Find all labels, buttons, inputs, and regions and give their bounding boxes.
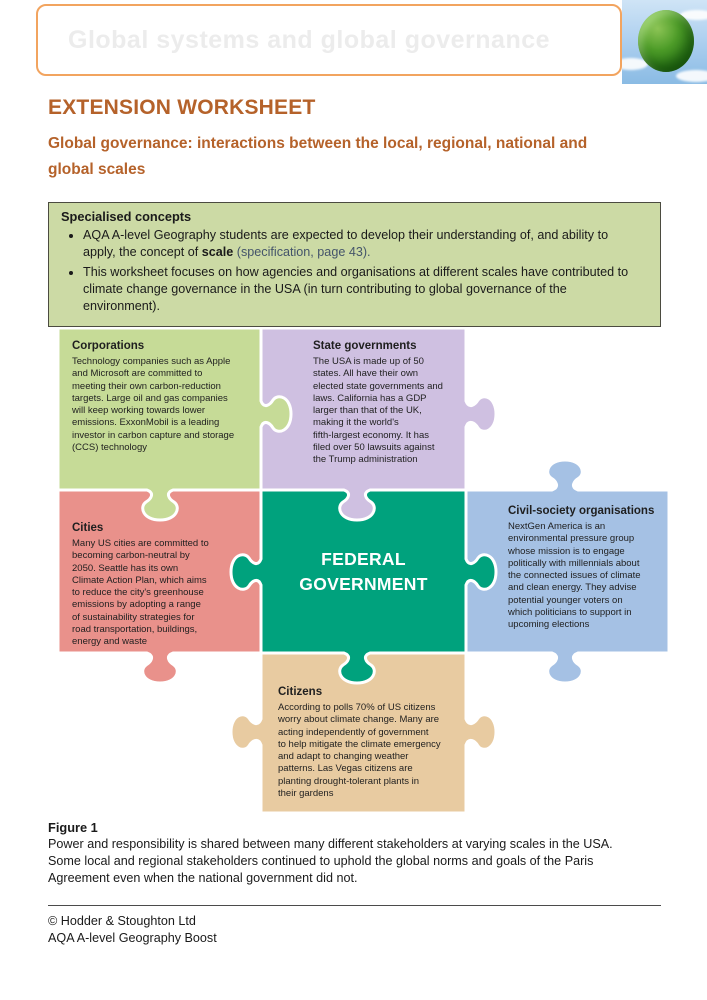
corporations-body: Technology companies such as Apple and M… <box>72 356 235 454</box>
page-subtitle: Global governance: interactions between … <box>48 135 588 178</box>
cities-text: Cities Many US cities are committed to b… <box>72 522 244 649</box>
figure-label: Figure 1 <box>48 820 98 835</box>
puzzle-piece-federal-government <box>229 488 498 685</box>
civil-society-title: Civil-society organisations <box>508 505 655 517</box>
concepts-title: Specialised concepts <box>61 209 192 224</box>
cities-title: Cities <box>72 522 104 534</box>
figure-block: Figure 1 Power and responsibility is sha… <box>48 820 666 887</box>
concepts-list: AQA A-level Geography students are expec… <box>59 227 648 315</box>
federal-government-label: FEDERAL GOVERNMENT <box>261 547 466 597</box>
page-title: EXTENSION WORKSHEET <box>48 96 316 119</box>
header-banner: Global systems and global governance <box>36 4 622 76</box>
citizens-body: According to polls 70% of US citizens wo… <box>278 702 441 800</box>
civil-society-body: NextGen America is an environmental pres… <box>508 521 641 631</box>
citizens-text: Citizens According to polls 70% of US ci… <box>278 686 470 800</box>
footer-divider <box>48 905 661 906</box>
specialised-concepts-box: Specialised concepts AQA A-level Geograp… <box>48 202 661 327</box>
cloud-shape <box>676 70 707 82</box>
banner-title: Global systems and global governance <box>68 26 551 54</box>
globe-image <box>622 0 707 84</box>
footer-copyright: © Hodder & Stoughton Ltd <box>48 914 196 928</box>
state-governments-body: The USA is made up of 50 states. All hav… <box>313 356 443 466</box>
puzzle-piece-state-governments <box>259 328 498 522</box>
puzzle-svg <box>58 328 669 813</box>
cloud-shape <box>622 58 648 70</box>
civil-society-text: Civil-society organisations NextGen Amer… <box>508 505 666 632</box>
bullet1-bold-term: scale <box>201 245 234 259</box>
puzzle-piece-corporations <box>58 328 293 522</box>
bullet2-text: This worksheet focuses on how agencies a… <box>83 265 629 313</box>
federal-label-line2: GOVERNMENT <box>299 574 428 594</box>
federal-label-line1: FEDERAL <box>321 549 406 569</box>
puzzle-piece-citizens <box>229 651 498 813</box>
footer-series: AQA A-level Geography Boost <box>48 931 217 945</box>
cities-body: Many US cities are committed to becoming… <box>72 538 209 648</box>
bullet1-spec-ref: (specification, page 43). <box>233 245 371 259</box>
citizens-title: Citizens <box>278 686 323 698</box>
concepts-bullet-2: This worksheet focuses on how agencies a… <box>83 264 648 315</box>
concepts-bullet-1: AQA A-level Geography students are expec… <box>83 227 648 261</box>
puzzle-diagram: Corporations Technology companies such a… <box>58 328 669 813</box>
puzzle-piece-civil-society <box>464 458 669 685</box>
corporations-text: Corporations Technology companies such a… <box>72 340 244 454</box>
state-governments-text: State governments The USA is made up of … <box>313 340 463 467</box>
globe-icon <box>638 10 694 72</box>
footer: © Hodder & Stoughton Ltd AQA A-level Geo… <box>48 913 217 947</box>
bullet1-text: AQA A-level Geography students are expec… <box>83 228 609 259</box>
corporations-title: Corporations <box>72 340 145 352</box>
state-governments-title: State governments <box>313 340 417 352</box>
cloud-shape <box>680 10 707 20</box>
figure-caption: Power and responsibility is shared betwe… <box>48 837 613 885</box>
puzzle-piece-cities <box>58 488 263 685</box>
